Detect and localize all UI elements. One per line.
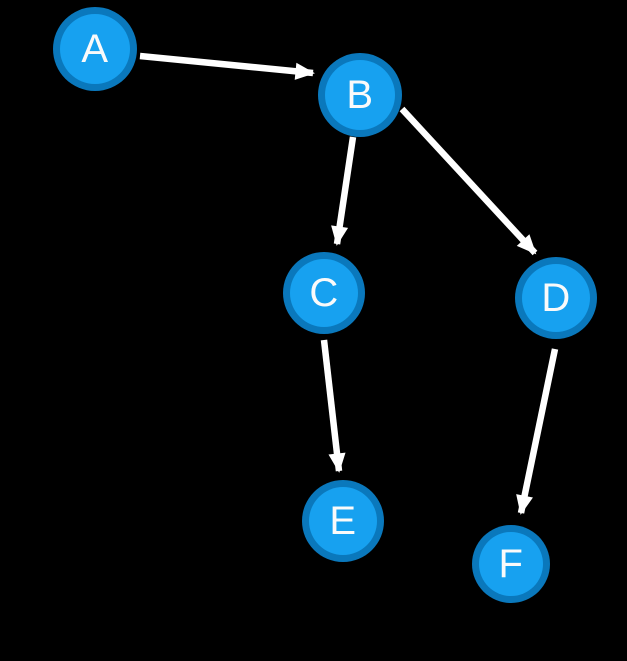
node-body	[325, 60, 395, 130]
node-body	[522, 264, 590, 332]
node-B[interactable]: B	[318, 53, 402, 137]
node-body	[60, 14, 130, 84]
node-label: E	[329, 499, 356, 543]
edges-layer	[139, 52, 559, 515]
node-label: B	[346, 73, 373, 117]
node-A[interactable]: A	[53, 7, 137, 91]
node-F[interactable]: F	[472, 525, 550, 603]
node-E[interactable]: E	[302, 480, 384, 562]
edge-C-E	[320, 339, 346, 473]
edge-A-B	[139, 52, 315, 80]
node-C[interactable]: C	[283, 252, 365, 334]
node-label: A	[81, 27, 108, 71]
node-body	[309, 487, 377, 555]
node-D[interactable]: D	[515, 257, 597, 339]
nodes-layer: A B C D E F	[53, 7, 597, 603]
edge-B-C	[331, 136, 357, 246]
node-body	[290, 259, 358, 327]
edge-B-D	[399, 106, 538, 256]
node-body	[479, 532, 543, 596]
node-label: F	[499, 542, 524, 586]
node-label: C	[309, 271, 338, 315]
node-label: D	[541, 276, 570, 320]
edge-D-F	[516, 348, 559, 515]
